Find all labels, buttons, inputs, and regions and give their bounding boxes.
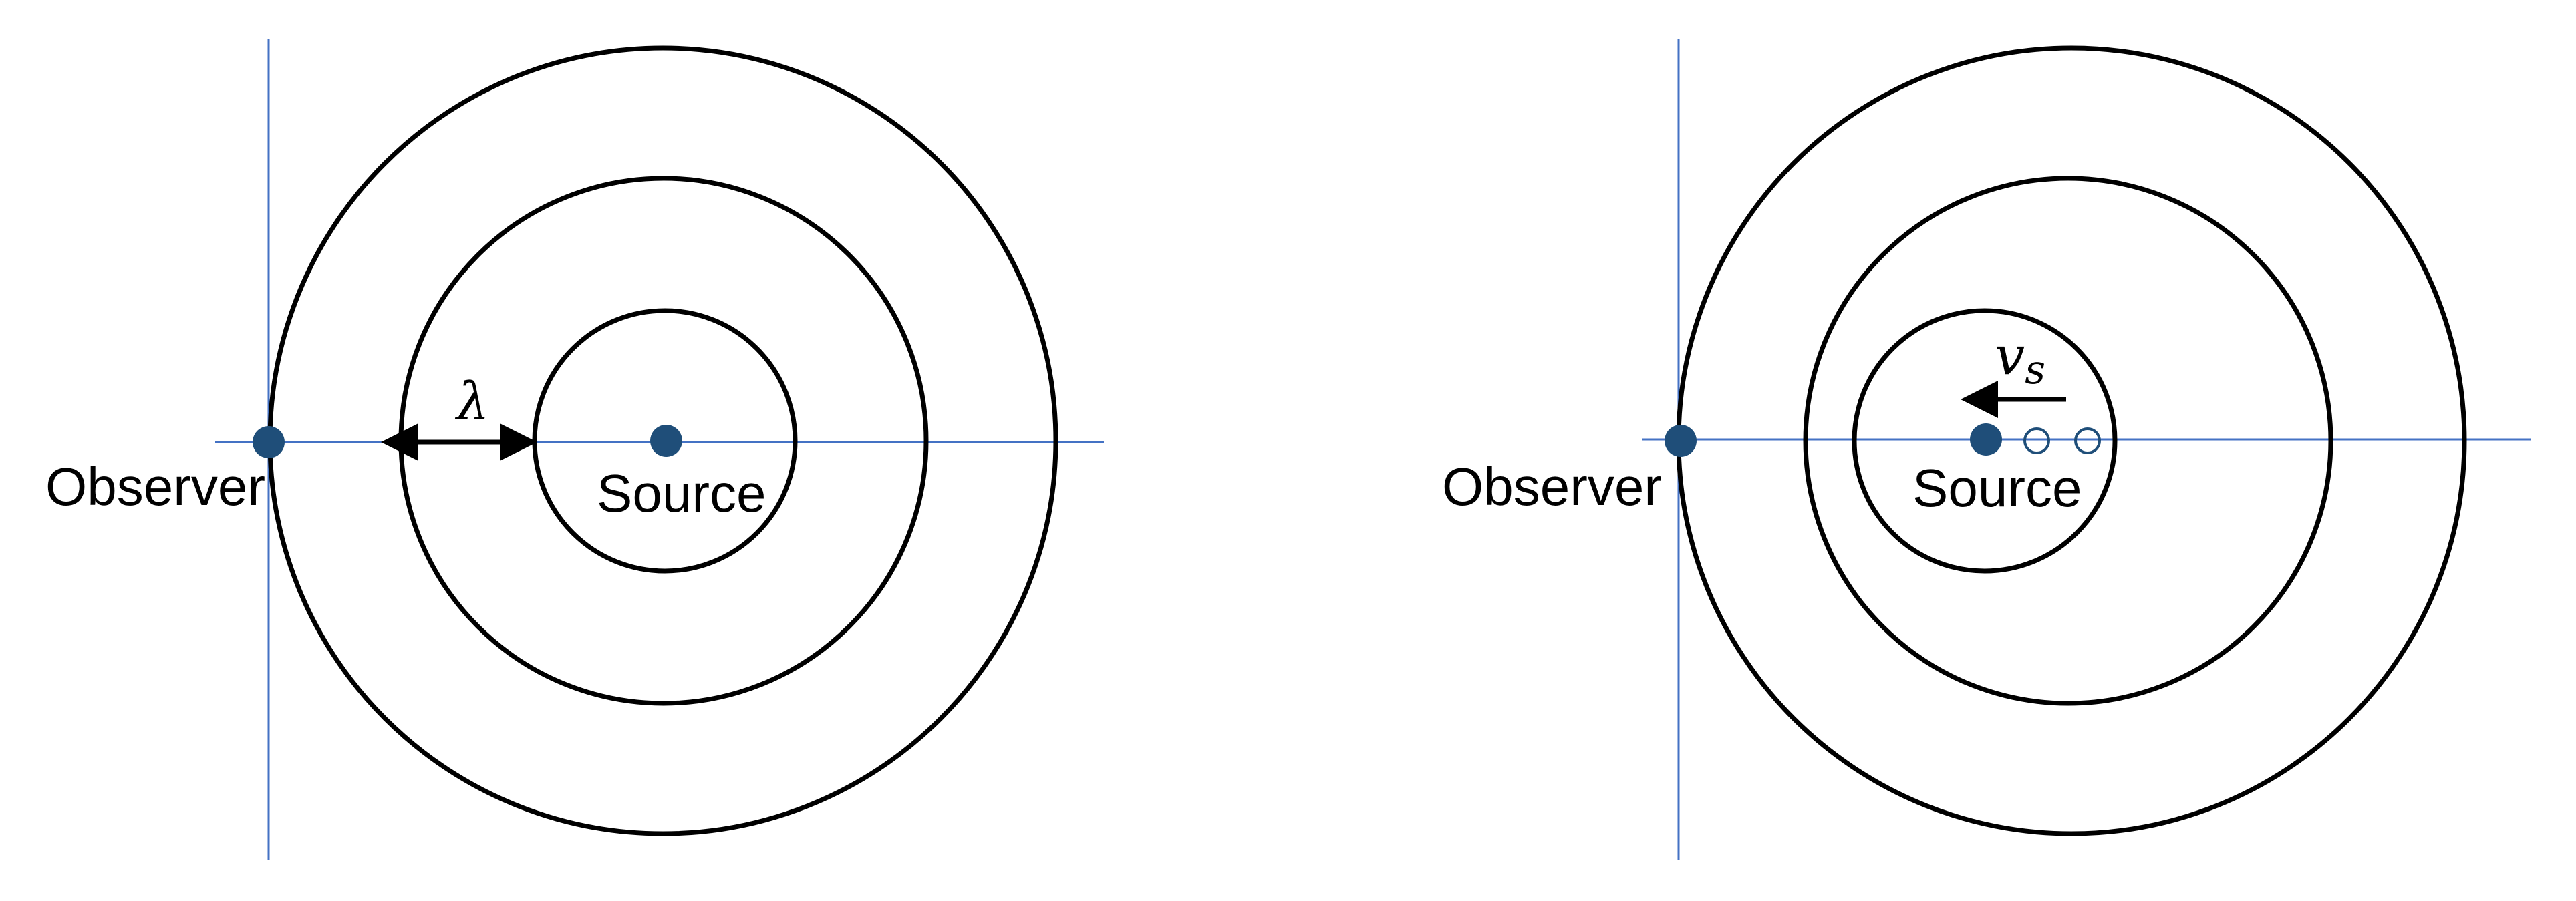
- right-wavefront-inner: [1852, 308, 2118, 574]
- left-observer-label: Observer: [45, 457, 265, 516]
- right-source-dot: [1970, 423, 2002, 456]
- left-source-label: Source: [597, 464, 766, 523]
- left-source-dot: [650, 425, 682, 457]
- right-wavefront-middle: [1803, 176, 2333, 706]
- right-source-label: Source: [1912, 458, 2082, 518]
- previous-source-position-2: [2074, 427, 2101, 454]
- previous-source-position-1: [2023, 427, 2050, 454]
- left-panel: λ Observer Source: [45, 39, 1104, 860]
- right-panel: vs Observer Source: [1442, 39, 2531, 860]
- right-observer-label: Observer: [1442, 457, 1662, 516]
- left-observer-dot: [253, 426, 285, 458]
- wavelength-symbol: λ: [454, 372, 489, 432]
- velocity-symbol: vs: [1995, 325, 2045, 393]
- right-wavefront-outer: [1676, 45, 2467, 836]
- right-observer-dot: [1665, 425, 1697, 457]
